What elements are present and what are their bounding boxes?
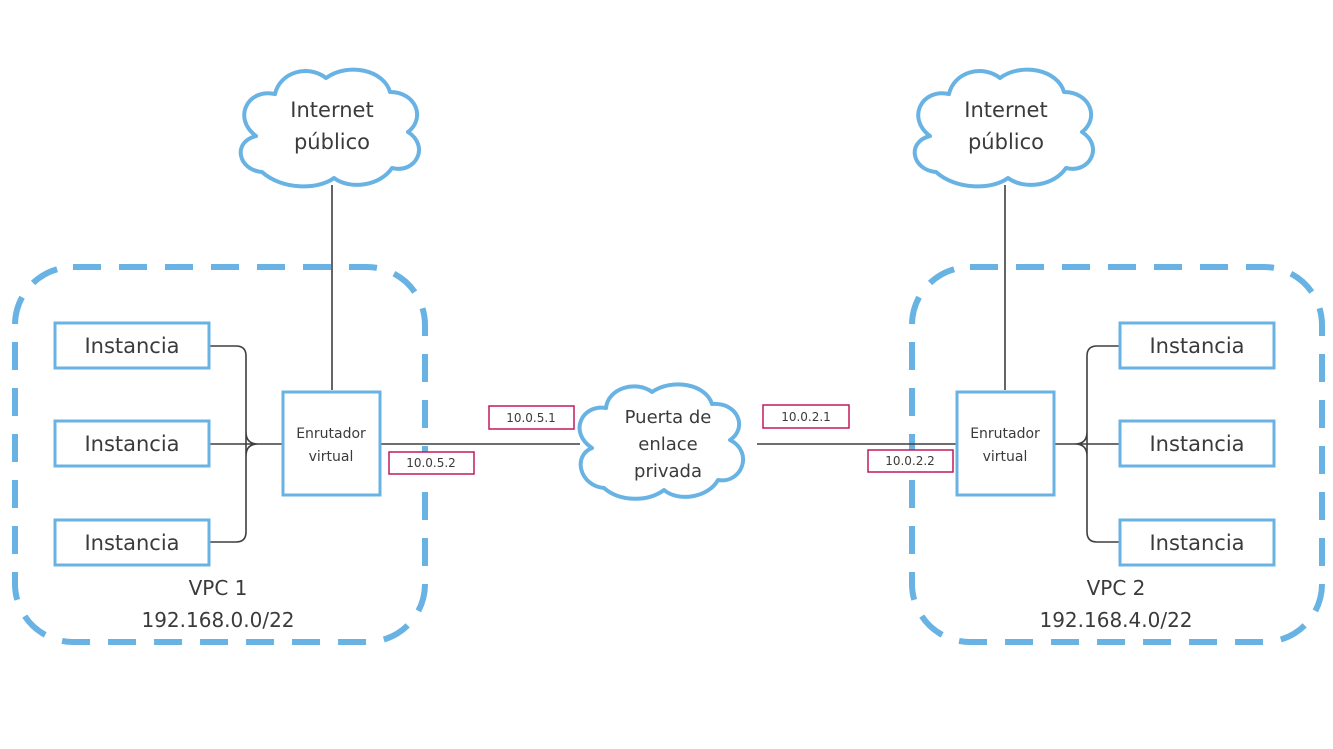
vpc2-router: Enrutador virtual (955, 390, 1056, 497)
internet-right-line2: público (968, 130, 1044, 154)
vpc1-instance-3: Instancia (53, 518, 211, 567)
internet-cloud-right: Internet público (912, 67, 1095, 189)
cloud-icon (577, 382, 746, 501)
vpc1-router: Enrutador virtual (281, 390, 382, 497)
ip-label-vpc1-router: 10.0.5.2 (388, 451, 475, 475)
internet-right-line1: Internet (964, 98, 1047, 122)
ip-text: 10.0.5.2 (406, 456, 456, 470)
ip-label-vpc2-router: 10.0.2.2 (867, 449, 954, 473)
vpc2-instance-1: Instancia (1118, 321, 1276, 370)
connectors (210, 185, 1119, 543)
cloud-icon (912, 67, 1095, 189)
internet-left-line1: Internet (290, 98, 373, 122)
vpc1-instance-2: Instancia (53, 419, 211, 468)
router1-line2: virtual (309, 449, 354, 465)
gateway-line1: Puerta de (625, 407, 712, 428)
cloud-icon (238, 67, 421, 189)
instance-label: Instancia (1149, 334, 1244, 358)
vpc2-name: VPC 2 (1087, 576, 1146, 600)
gateway-line3: privada (634, 461, 702, 482)
link-vpc1-instances (210, 345, 282, 543)
gateway-line2: enlace (638, 434, 697, 455)
ip-text: 10.0.5.1 (506, 411, 556, 425)
ip-text: 10.0.2.2 (885, 454, 935, 468)
instance-label: Instancia (1149, 432, 1244, 456)
vpc2-instance-3: Instancia (1118, 518, 1276, 567)
router2-line2: virtual (983, 449, 1028, 465)
router2-line1: Enrutador (970, 426, 1040, 442)
vpc1-cidr: 192.168.0.0/22 (141, 608, 294, 632)
internet-cloud-left: Internet público (238, 67, 421, 189)
ip-label-vpc2-gateway: 10.0.2.1 (762, 404, 850, 429)
instance-label: Instancia (84, 531, 179, 555)
private-gateway-cloud: Puerta de enlace privada (577, 382, 746, 501)
vpc1-instance-1: Instancia (53, 321, 211, 370)
vpc1-name: VPC 1 (189, 576, 248, 600)
instance-label: Instancia (1149, 531, 1244, 555)
instance-label: Instancia (84, 334, 179, 358)
vpc2-instance-2: Instancia (1118, 419, 1276, 468)
vpc2-cidr: 192.168.4.0/22 (1039, 608, 1192, 632)
router1-line1: Enrutador (296, 426, 366, 442)
ip-text: 10.0.2.1 (781, 410, 831, 424)
instance-label: Instancia (84, 432, 179, 456)
link-vpc2-instances (1055, 345, 1119, 543)
ip-label-vpc1-gateway: 10.0.5.1 (488, 405, 575, 430)
internet-left-line2: público (294, 130, 370, 154)
